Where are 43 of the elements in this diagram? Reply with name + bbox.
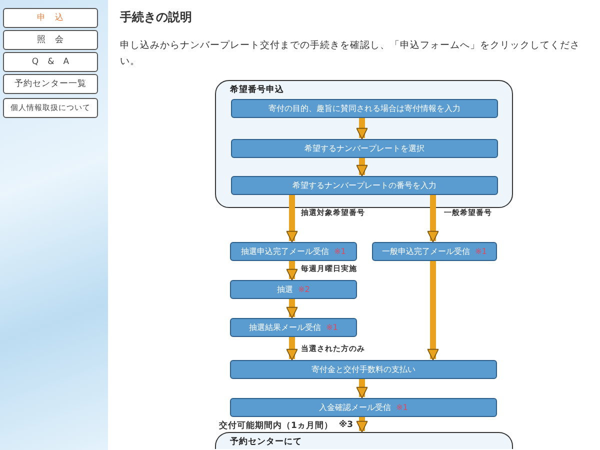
box-label: 寄付の目的、趣旨に賛同される場合は寄付情報を入力: [268, 103, 460, 114]
process-box: [372, 242, 497, 261]
process-box: [230, 280, 357, 299]
box-label: 入金確認メール受信: [319, 402, 392, 413]
group-panel: [215, 432, 513, 449]
arrow: [427, 195, 439, 242]
box-label: 抽選: [277, 284, 294, 295]
note-mark: ※2: [298, 285, 310, 294]
arrow: [356, 417, 368, 432]
note-mark: ※1: [396, 403, 408, 412]
arrow: [356, 379, 368, 398]
arrow: [356, 118, 368, 140]
note-mark: ※1: [475, 247, 487, 256]
group-heading: 希望番号申込: [230, 84, 284, 96]
process-box: [230, 318, 357, 337]
intro-text: 申し込みからナンバープレート交付までの手続きを確認し、「申込フォームへ」をクリックしてください。: [120, 39, 581, 69]
nav-button: Q & A: [3, 52, 98, 72]
nav-button: 申 込: [3, 8, 98, 28]
box-label: 寄付金と交付手数料の支払い: [312, 364, 416, 375]
arrow: [286, 261, 298, 280]
group-heading: 予約センターにて: [230, 436, 302, 448]
process-box: [230, 398, 497, 417]
process-box: [231, 99, 498, 118]
arrow: [286, 299, 298, 318]
box-label: 抽選申込完了メール受信: [241, 246, 330, 257]
note-mark: ※1: [334, 247, 346, 256]
arrow: [356, 158, 368, 176]
page-title: 手続きの説明: [120, 9, 192, 26]
box-label: 一般申込完了メール受信: [382, 246, 470, 257]
process-box: [231, 176, 498, 195]
box-label: 抽選結果メール受信: [249, 322, 322, 333]
note-mark: ※3: [338, 420, 354, 430]
nav-button: 照 会: [3, 30, 98, 50]
process-box: [230, 360, 497, 379]
arrow: [286, 195, 298, 242]
process-box: [230, 242, 357, 261]
process-box: [231, 139, 498, 158]
nav-button: 予約センター一覧: [3, 74, 98, 94]
note-mark: ※1: [326, 323, 338, 332]
box-label: 希望するナンバープレートの番号を入力: [292, 180, 436, 191]
arrow: [427, 261, 439, 360]
box-label: 希望するナンバープレートを選択: [304, 143, 424, 154]
group-panel: [215, 80, 513, 208]
